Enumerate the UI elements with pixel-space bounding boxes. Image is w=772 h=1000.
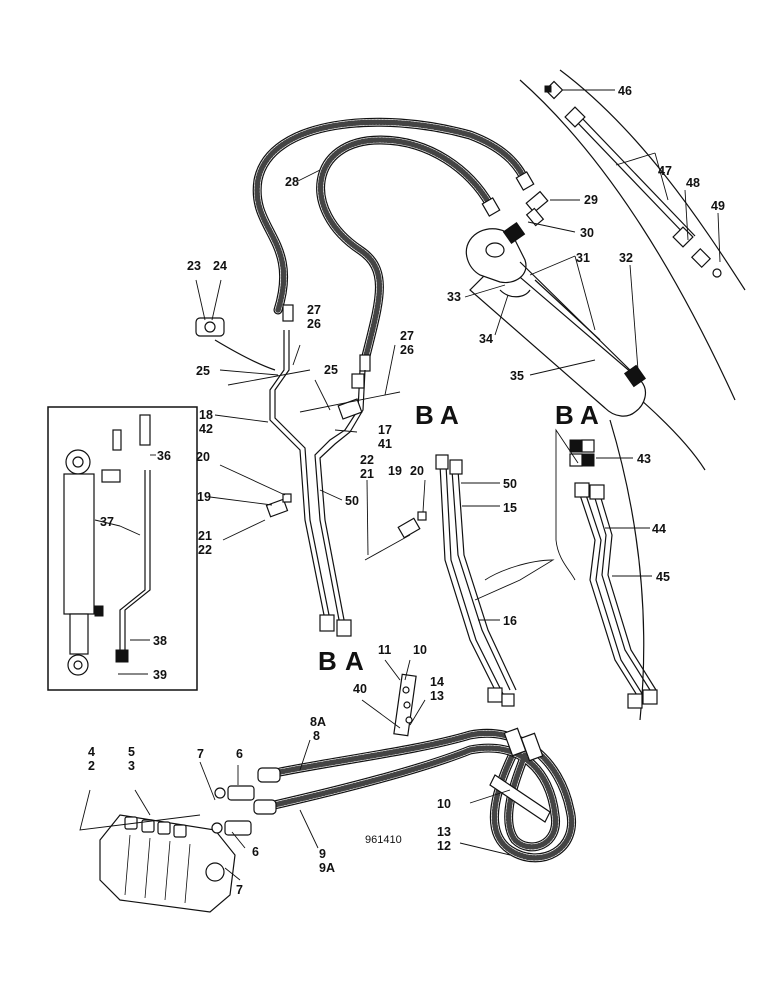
part-label: 28 <box>285 175 299 189</box>
leader-lines <box>79 89 721 881</box>
part-label: 2 <box>88 759 95 773</box>
adapter-43 <box>569 439 595 467</box>
part-label: 24 <box>213 259 227 273</box>
part-label: 26 <box>307 317 321 331</box>
part-label: 50 <box>345 494 359 508</box>
part-label: 18 <box>199 408 213 422</box>
pipe-44 <box>574 482 658 709</box>
part-label: 44 <box>652 522 666 536</box>
part-label: 48 <box>686 176 700 190</box>
part-label: 37 <box>100 515 114 529</box>
part-label: 35 <box>510 369 524 383</box>
part-label: 7 <box>197 747 204 761</box>
part-label: 19 <box>388 464 402 478</box>
part-label: 11 <box>378 643 391 657</box>
part-label: 38 <box>153 634 167 648</box>
part-label: 9 <box>319 847 326 861</box>
cylinder-35 <box>465 221 647 417</box>
fitting-29 <box>525 190 549 227</box>
part-label: 25 <box>324 363 338 377</box>
clip-19-right <box>397 517 421 539</box>
part-label: 9A <box>319 861 335 875</box>
part-label: 29 <box>584 193 598 207</box>
part-label: 36 <box>157 449 171 463</box>
part-label: 33 <box>447 290 461 304</box>
adapter-6 <box>211 785 255 836</box>
pipe-18 <box>269 330 335 632</box>
part-label: 23 <box>187 259 201 273</box>
part-label: 25 <box>196 364 210 378</box>
part-label: 41 <box>378 437 392 451</box>
part-label: 4 <box>88 745 95 759</box>
part-label: 42 <box>199 422 213 436</box>
part-label: 31 <box>576 251 590 265</box>
part-label: 7 <box>236 883 243 897</box>
part-label: 6 <box>236 747 243 761</box>
part-label: 8A <box>310 715 326 729</box>
part-label: 34 <box>479 332 493 346</box>
part-label: 8 <box>313 729 320 743</box>
part-label: 16 <box>503 614 517 628</box>
pipe-47 <box>544 80 722 278</box>
port-label-a: A <box>345 646 364 676</box>
part-label: 46 <box>618 84 632 98</box>
part-label: 17 <box>378 423 392 437</box>
part-label: 13 <box>430 689 444 703</box>
part-label: 20 <box>410 464 424 478</box>
port-labels: B A B A B A <box>318 400 599 676</box>
port-label-a: A <box>440 400 459 430</box>
part-label: 10 <box>413 643 427 657</box>
clip-23 <box>195 317 276 371</box>
part-label: 21 <box>360 467 374 481</box>
part-label: 20 <box>196 450 210 464</box>
clip-20-right <box>417 511 427 521</box>
port-label-b: B <box>415 400 434 430</box>
part-label: 12 <box>437 839 451 853</box>
part-label: 27 <box>307 303 321 317</box>
part-label: 47 <box>658 164 672 178</box>
part-label: 21 <box>198 529 212 543</box>
inset-cylinder <box>63 449 104 676</box>
part-label: 39 <box>153 668 167 682</box>
boom-outline <box>519 79 736 401</box>
clip-block-11 <box>393 673 417 737</box>
part-label: 26 <box>400 343 414 357</box>
part-label: 50 <box>503 477 517 491</box>
part-label: 14 <box>430 675 444 689</box>
part-label: 49 <box>711 199 725 213</box>
part-label: 22 <box>198 543 212 557</box>
part-label: 30 <box>580 226 594 240</box>
part-label: 15 <box>503 501 517 515</box>
clip-19-left <box>265 498 289 518</box>
pipe-16 <box>435 454 517 707</box>
part-label: 40 <box>353 682 367 696</box>
port-label-b: B <box>318 646 337 676</box>
clamp-10-lower <box>489 774 551 823</box>
hose-28 <box>252 117 535 372</box>
part-label: 10 <box>437 797 451 811</box>
clip-20-left <box>282 493 292 503</box>
part-label: 6 <box>252 845 259 859</box>
boom-outline-left <box>609 419 645 721</box>
control-valve <box>99 814 236 913</box>
part-label: 3 <box>128 759 135 773</box>
part-label: 22 <box>360 453 374 467</box>
part-label: 43 <box>637 452 651 466</box>
part-label: 32 <box>619 251 633 265</box>
part-label: 27 <box>400 329 414 343</box>
hose-8-9 <box>253 727 576 863</box>
part-label: 13 <box>437 825 451 839</box>
port-label-b: B <box>555 400 574 430</box>
boom-outline <box>559 69 746 291</box>
part-labels: 46 47 48 49 28 29 30 31 32 33 34 35 23 2… <box>88 84 725 897</box>
port-label-a: A <box>580 400 599 430</box>
part-label: 5 <box>128 745 135 759</box>
part-label: 45 <box>656 570 670 584</box>
part-label: 19 <box>197 490 211 504</box>
drawing-number: 961410 <box>365 834 402 846</box>
inset-pipe-37 <box>101 414 151 663</box>
